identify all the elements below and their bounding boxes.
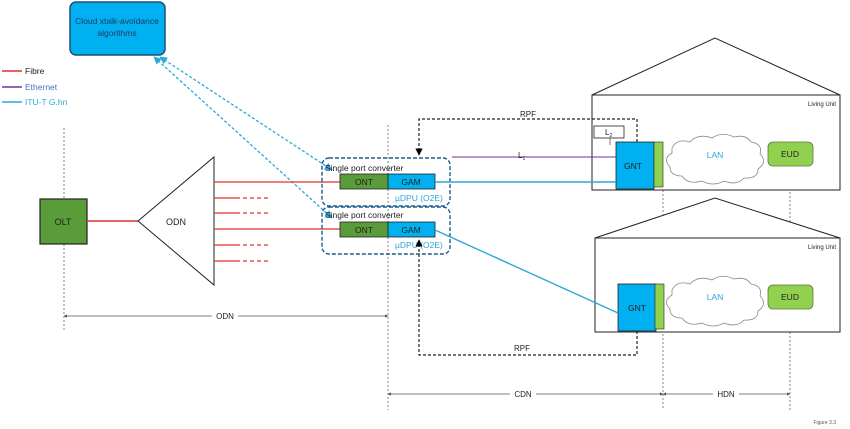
legend-fibre-label: Fibre (25, 66, 45, 76)
cloud-box-line2: algorithms (97, 28, 136, 38)
living-unit-bottom: Living Unit GNT LAN EUD (594, 197, 841, 333)
legend-ghn-label: ITU-T G.hn (25, 97, 68, 107)
olt-label: OLT (55, 217, 72, 227)
hdn-span-label: HDN (717, 390, 735, 399)
gnt-bottom-box (617, 283, 657, 332)
gam-bottom-label: GAM (401, 225, 420, 235)
converter-top-title: Single port converter (325, 163, 404, 173)
lan-bottom-cloud (666, 275, 764, 327)
dpu-top-label: µDPU (O2E) (395, 193, 443, 203)
l1-label: L1 (518, 151, 525, 162)
rpf-bottom-label: RPF (514, 344, 530, 353)
gam-bottom-box (387, 221, 436, 238)
gnt-bottom-label: GNT (628, 303, 646, 313)
eud-bottom-box (767, 284, 814, 310)
ont-top-label: ONT (355, 177, 373, 187)
rpf-top-label: RPF (520, 110, 536, 119)
living-unit-top-label: Living Unit (808, 102, 836, 108)
gnt-top-port (653, 141, 664, 188)
lan-top-cloud (666, 133, 764, 185)
odn-splitter: ODN (137, 155, 215, 287)
odn-span-label-bg (212, 311, 238, 321)
cloud-link-bottom (153, 56, 333, 219)
lan-bottom-label: LAN (707, 292, 724, 302)
ghn-link-bottom (434, 229, 619, 314)
cdn-span-label-bg (510, 389, 536, 399)
converter-top: Single port converter ONT GAM µDPU (O2E) (321, 157, 451, 207)
gnt-bottom-port (654, 283, 665, 330)
gam-top-label: GAM (401, 177, 420, 187)
ont-bottom-label: ONT (355, 225, 373, 235)
figure-label: Figure 3.3 (813, 420, 836, 426)
living-unit-top: Living Unit L2 GNT LAN EUD (591, 37, 841, 191)
lan-top-label: LAN (707, 150, 724, 160)
olt-box: OLT (39, 198, 88, 245)
eud-bottom-label: EUD (781, 292, 799, 302)
legend-ethernet-label: Ethernet (25, 82, 58, 92)
converter-bottom-title: Single port converter (325, 210, 404, 220)
eud-top-label: EUD (781, 149, 799, 159)
living-unit-bottom-label: Living Unit (808, 245, 836, 251)
rpf-bottom-path (415, 239, 638, 356)
splitter-outputs (214, 181, 340, 262)
odn-span-label: ODN (216, 312, 234, 321)
l2-box (593, 125, 625, 139)
cloud-box-line1: Cloud xtalk-avoidance (75, 16, 159, 26)
hdn-span-label-bg (713, 389, 739, 399)
l2-label: L2 (605, 128, 612, 139)
eud-top-box (767, 141, 814, 167)
cloud-link-top (159, 56, 333, 171)
gnt-top-label: GNT (624, 161, 642, 171)
cloud-algorithms-box: Cloud xtalk-avoidance algorithms (69, 1, 166, 56)
legend: Fibre Ethernet ITU-T G.hn (2, 66, 68, 107)
converter-bottom: Single port converter ONT GAM µDPU (O2E) (321, 206, 451, 255)
rpf-top-path (415, 118, 638, 156)
cdn-span-label: CDN (514, 390, 532, 399)
odn-label: ODN (166, 217, 186, 227)
